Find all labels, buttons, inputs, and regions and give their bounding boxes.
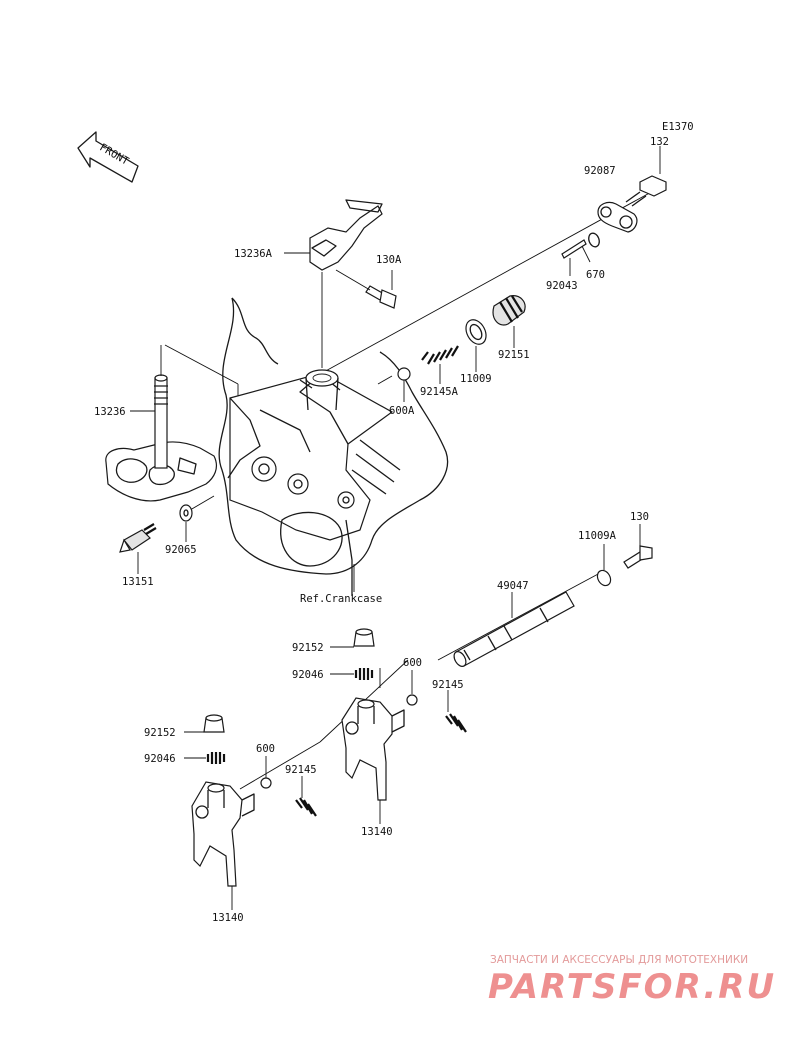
front-label: FRONT (97, 141, 131, 168)
label-11009: 11009 (460, 373, 492, 385)
label-92046-lower: 92046 (144, 753, 176, 765)
diagram-code: E1370 (662, 121, 694, 133)
label-leaders (130, 146, 661, 910)
label-13236A: 13236A (234, 248, 273, 260)
label-92043: 92043 (546, 280, 578, 292)
label-600-upper: 600 (403, 657, 422, 669)
gasket-11009 (465, 319, 487, 345)
spring-92145-lower (295, 797, 317, 817)
washer-11009A (596, 569, 612, 587)
label-13140-lower: 13140 (212, 912, 244, 924)
label-130: 130 (630, 511, 649, 523)
label-13236: 13236 (94, 406, 126, 418)
label-600A: 600A (389, 405, 415, 417)
bolt-130 (623, 545, 653, 569)
spring-92145A (421, 345, 459, 365)
ball-600-lower (260, 777, 272, 789)
bearing-92046-upper (354, 668, 374, 680)
label-92145A: 92145A (420, 386, 459, 398)
bushing-92152-lower (203, 714, 225, 733)
watermark-brand: PARTSFOR.RU (488, 967, 776, 1007)
crankcase (218, 297, 449, 596)
label-670: 670 (586, 269, 605, 281)
washer-92065 (179, 504, 193, 522)
watermark-tagline: ЗАПЧАСТИ И АКСЕССУАРЫ ДЛЯ МОТОТЕХНИКИ (490, 954, 748, 966)
label-130A: 130A (376, 254, 402, 266)
shift-rod-49047 (453, 591, 575, 667)
label-600-lower: 600 (256, 743, 275, 755)
label-92151: 92151 (498, 349, 530, 361)
bearing-92046-lower (206, 752, 226, 764)
ball-600-upper (406, 694, 418, 706)
shift-shaft-13236 (105, 345, 218, 502)
label-92152-upper: 92152 (292, 642, 324, 654)
label-132: 132 (650, 136, 669, 148)
front-arrow: FRONT (77, 131, 139, 183)
spring-92145-upper (445, 713, 467, 733)
label-92087: 92087 (584, 165, 616, 177)
shift-fork-13140-upper (341, 697, 405, 801)
bushing-92152-upper (353, 628, 375, 647)
switch-13151 (119, 523, 157, 553)
shift-arm-13236A (309, 199, 383, 271)
ball-600A (397, 367, 411, 381)
label-92152-lower: 92152 (144, 727, 176, 739)
pin-92043 (561, 239, 587, 259)
label-92145-upper: 92145 (432, 679, 464, 691)
o-ring-670 (588, 232, 600, 248)
shift-fork-13140-lower (191, 781, 255, 887)
leader-lines (164, 189, 656, 790)
stopper-lever-92087 (597, 175, 667, 233)
part-labels: 132 92087 670 92043 13236A 130A 92151 11… (94, 136, 669, 924)
label-11009A: 11009A (578, 530, 617, 542)
label-13151: 13151 (122, 576, 154, 588)
label-92046-upper: 92046 (292, 669, 324, 681)
label-ref-crankcase: Ref.Crankcase (300, 593, 382, 605)
watermark: ЗАПЧАСТИ И АКСЕССУАРЫ ДЛЯ МОТОТЕХНИКИ PA… (488, 954, 776, 1007)
label-49047: 49047 (497, 580, 529, 592)
bolt-130A (335, 269, 397, 309)
label-92145-lower: 92145 (285, 764, 317, 776)
label-13140-upper: 13140 (361, 826, 393, 838)
label-92065: 92065 (165, 544, 197, 556)
plug-92151 (492, 295, 526, 326)
